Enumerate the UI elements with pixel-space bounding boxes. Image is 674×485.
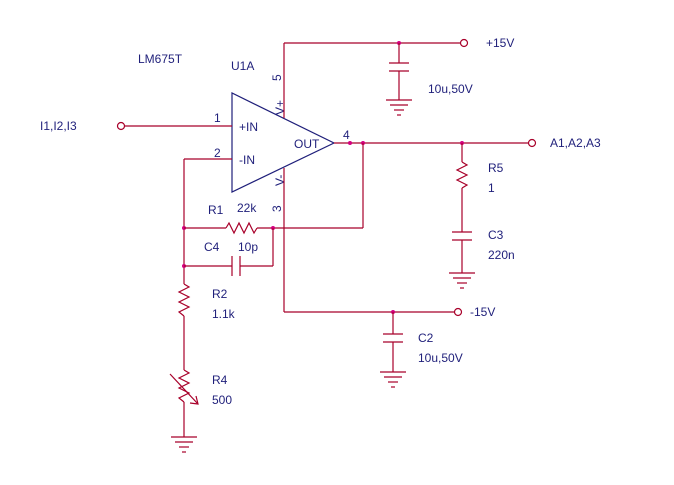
output-terminal[interactable] [527,138,537,148]
pin-number-1: 1 [214,111,221,125]
r4-arrow-head-icon [189,395,199,405]
vpos-terminal[interactable] [459,38,469,48]
vneg-terminal[interactable] [453,307,463,317]
pin-number-3: 3 [270,205,284,212]
opamp-pin-vplus-label: V+ [273,100,287,115]
opamp-part-name: LM675T [138,52,183,66]
c4-reference: C4 [204,240,220,254]
output-port-label: A1,A2,A3 [550,136,601,150]
r2-value: 1.1k [212,307,236,321]
pin-number-2: 2 [214,146,221,160]
opamp-reference: U1A [231,59,254,73]
r2-reference: R2 [212,287,228,301]
r4-variable-arrow [169,373,199,405]
input-terminal[interactable] [116,121,126,131]
pin-number-5: 5 [270,74,284,81]
r5-reference: R5 [488,161,504,175]
c4-value: 10p [238,240,258,254]
r5-resistor [455,161,469,189]
pin-number-4: 4 [343,128,350,142]
opamp-pin-in-plus-label: +IN [239,120,258,134]
r5-value: 1 [488,181,495,195]
opamp-triangle [231,92,336,193]
opamp-pin-vminus-label: V- [273,175,287,186]
c2-value: 10u,50V [418,351,463,365]
ground-c3-icon [449,272,475,289]
r4-reference: R4 [212,373,228,387]
r4-value: 500 [212,393,232,407]
c1-value: 10u,50V [428,82,473,96]
r1-value: 22k [237,201,257,215]
opamp-pin-out-label: OUT [294,137,320,151]
ground-c2-icon [380,371,406,388]
input-port-label: I1,I2,I3 [40,119,77,133]
ground-r4-icon [171,436,197,453]
r2-resistor [177,283,191,317]
vpos-label: +15V [486,36,514,50]
opamp-pin-in-minus-label: -IN [239,153,255,167]
ground-c1-icon [386,99,412,116]
c2-reference: C2 [418,331,434,345]
junction-out-pin [348,141,352,145]
c3-reference: C3 [488,228,504,242]
r1-resistor [225,221,258,235]
r1-reference: R1 [208,203,224,217]
c3-value: 220n [488,248,515,262]
opamp-u1a: +IN -IN OUT V+ V- [231,92,336,193]
r4-resistor [177,369,191,403]
vneg-label: -15V [470,305,495,319]
